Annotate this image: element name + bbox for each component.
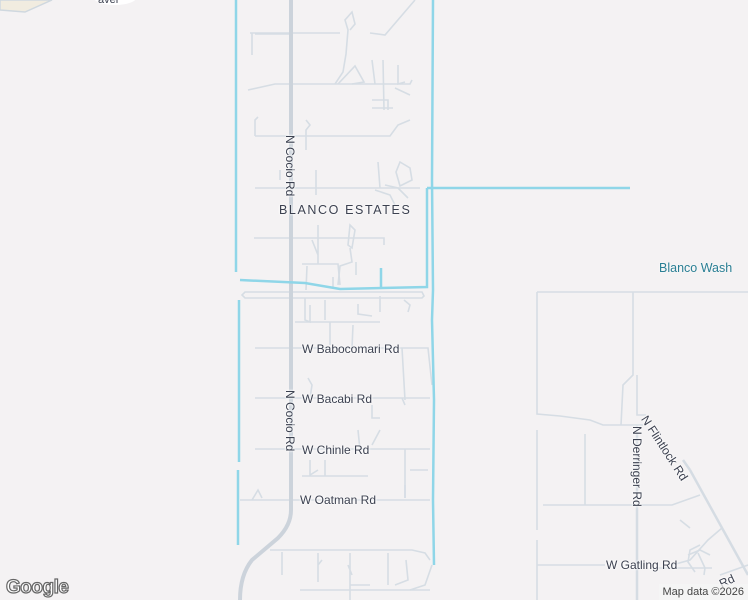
road-label-n-derringer: N Derringer Rd — [630, 426, 644, 507]
map-attribution[interactable]: Map data ©2026 — [658, 584, 748, 600]
partial-place-label: aver — [98, 0, 120, 6]
road-label-n-cocio-lower: N Cocio Rd — [283, 390, 297, 452]
road-label-w-gatling: W Gatling Rd — [606, 558, 678, 572]
road-label-w-chinle: W Chinle Rd — [302, 443, 370, 457]
google-logo[interactable]: Google — [5, 576, 69, 598]
road-label-w-babocomari: W Babocomari Rd — [302, 342, 400, 356]
road-label-w-bacabi: W Bacabi Rd — [302, 392, 373, 406]
road-label-n-cocio-upper: N Cocio Rd — [283, 135, 297, 197]
road-label-w-oatman: W Oatman Rd — [300, 493, 377, 507]
area-label-blanco-estates: BLANCO ESTATES — [279, 203, 412, 217]
water-label-blanco-wash: Blanco Wash — [659, 261, 733, 275]
